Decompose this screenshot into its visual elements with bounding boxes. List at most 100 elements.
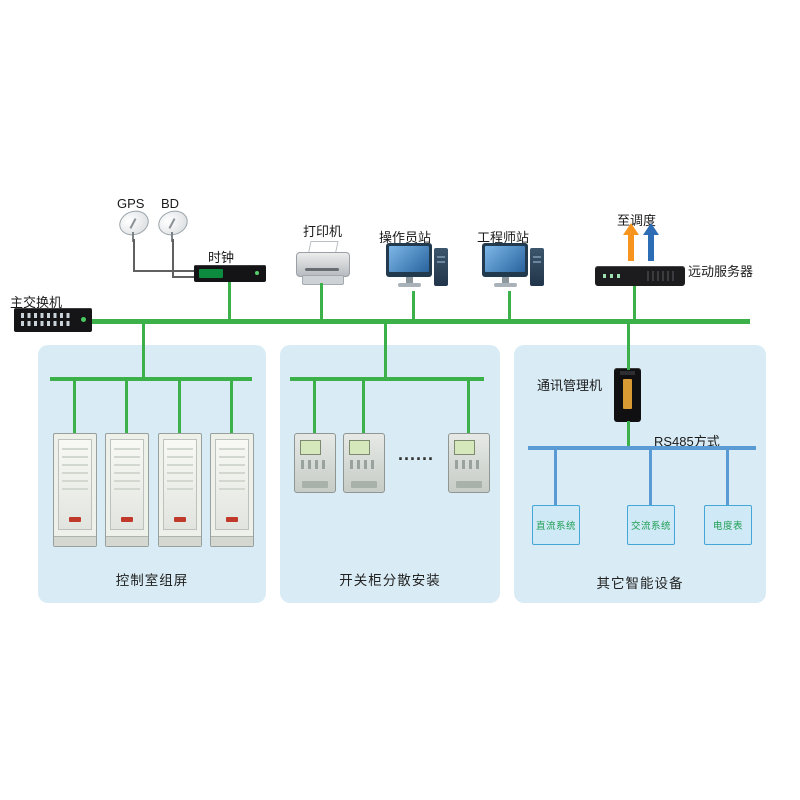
monitor-screen	[389, 246, 429, 272]
printer-body	[296, 252, 350, 277]
relay-buttons	[301, 460, 328, 469]
group1-inner-bus	[50, 377, 252, 381]
monitor-screen	[485, 246, 525, 272]
cabinet-drop-line	[230, 381, 233, 433]
dish-stem	[171, 232, 173, 242]
monitor-stand	[502, 277, 509, 283]
tower-vents	[437, 253, 445, 263]
rs485-label: RS485方式	[654, 434, 720, 449]
clock-bus-connector	[228, 282, 231, 320]
printer-slot	[305, 268, 339, 271]
server-bus-connector	[633, 286, 636, 320]
cabinet-modules	[219, 446, 245, 490]
operator-workstation-icon	[386, 243, 448, 291]
monitor-base	[494, 283, 517, 287]
relay-lcd	[454, 440, 475, 455]
switch-ports-row	[21, 313, 73, 318]
clock-display	[199, 269, 223, 278]
ac-system-device: 交流系统	[627, 505, 675, 545]
comm-manager-bus-connector	[627, 324, 630, 370]
control-cabinet-icon	[210, 433, 254, 547]
group-switchgear-label: 开关柜分散安装	[339, 573, 441, 588]
energy-meter-device: 电度表	[704, 505, 752, 545]
comm-manager-label: 通讯管理机	[537, 378, 603, 393]
switch-led	[81, 317, 86, 322]
cabinet-modules	[114, 446, 140, 490]
cabinet-drop-line	[73, 381, 76, 433]
relay-terminal	[302, 481, 328, 488]
relay-buttons	[350, 460, 377, 469]
cabinet-tag	[174, 517, 186, 522]
ac-system-label: 交流系统	[630, 521, 671, 532]
cabinet-tag	[226, 517, 238, 522]
arrow-head	[643, 223, 659, 235]
rs485-drop-line	[554, 450, 557, 505]
clock-label: 时钟	[208, 250, 235, 265]
control-cabinet-icon	[53, 433, 97, 547]
rs485-drop-line	[649, 450, 652, 505]
cabinet-modules	[62, 446, 88, 490]
group2-inner-bus	[290, 377, 484, 381]
cabinet-plinth	[211, 536, 253, 546]
relay-drop-line	[313, 381, 316, 433]
main-switch-label: 主交换机	[10, 295, 63, 310]
main-ethernet-bus	[14, 319, 750, 324]
gps-label: GPS	[117, 196, 145, 211]
clock-led	[255, 271, 259, 275]
cabinet-tag	[121, 517, 133, 522]
protection-relay-icon	[343, 433, 385, 493]
cabinet-modules	[167, 446, 193, 490]
operator-bus-connector	[412, 291, 415, 320]
cabinet-drop-line	[125, 381, 128, 433]
engineer-workstation-icon	[482, 243, 544, 291]
dish-stem	[132, 232, 134, 242]
monitor-stand	[406, 277, 413, 283]
server-vents	[647, 271, 677, 281]
cabinet-plinth	[54, 536, 96, 546]
dc-system-label: 直流系统	[535, 521, 576, 532]
printer-tray	[302, 275, 344, 285]
group2-bus-connector	[384, 324, 387, 377]
relay-lcd	[300, 440, 321, 455]
engineer-bus-connector	[508, 291, 511, 320]
gps-to-clock-wire-horizontal	[133, 270, 195, 272]
printer-label: 打印机	[303, 224, 343, 239]
comm-manager-stripe	[623, 379, 632, 409]
cabinet-plinth	[159, 536, 201, 546]
clock-device-icon	[194, 265, 266, 282]
engineer-station-label: 工程师站	[477, 230, 530, 245]
cabinet-drop-line	[178, 381, 181, 433]
rs485-bus	[528, 446, 756, 450]
bd-to-clock-wire-vertical	[172, 239, 174, 278]
bd-label: BD	[161, 196, 180, 211]
relay-drop-line	[467, 381, 470, 433]
cabinet-plinth	[106, 536, 148, 546]
energy-meter-label: 电度表	[712, 521, 743, 532]
arrow-shaft	[628, 234, 634, 261]
comm-to-rs485-connector	[627, 421, 630, 448]
remote-server-label: 远动服务器	[688, 264, 754, 279]
operator-station-label: 操作员站	[379, 230, 432, 245]
monitor-base	[398, 283, 421, 287]
group-control-room-label: 控制室组屏	[115, 573, 189, 588]
main-switch-icon	[14, 308, 92, 332]
comm-manager-cap	[620, 371, 635, 375]
switch-ports-row	[21, 321, 73, 326]
bd-to-clock-wire-horizontal	[172, 276, 196, 278]
protection-relay-icon	[294, 433, 336, 493]
control-cabinet-icon	[158, 433, 202, 547]
dc-system-device: 直流系统	[532, 505, 580, 545]
dispatch-arrow-orange-icon	[623, 223, 639, 263]
cabinet-tag	[69, 517, 81, 522]
rs485-drop-line	[726, 450, 729, 505]
relay-buttons	[455, 460, 482, 469]
bd-antenna-icon	[155, 206, 191, 243]
gps-to-clock-wire-vertical	[133, 239, 135, 272]
tower-vents	[533, 253, 541, 263]
protection-relay-icon	[448, 433, 490, 493]
dispatch-arrow-blue-icon	[643, 223, 659, 263]
comm-manager-icon	[614, 368, 641, 422]
relay-terminal	[456, 481, 482, 488]
group1-bus-connector	[142, 324, 145, 377]
relay-lcd	[349, 440, 370, 455]
